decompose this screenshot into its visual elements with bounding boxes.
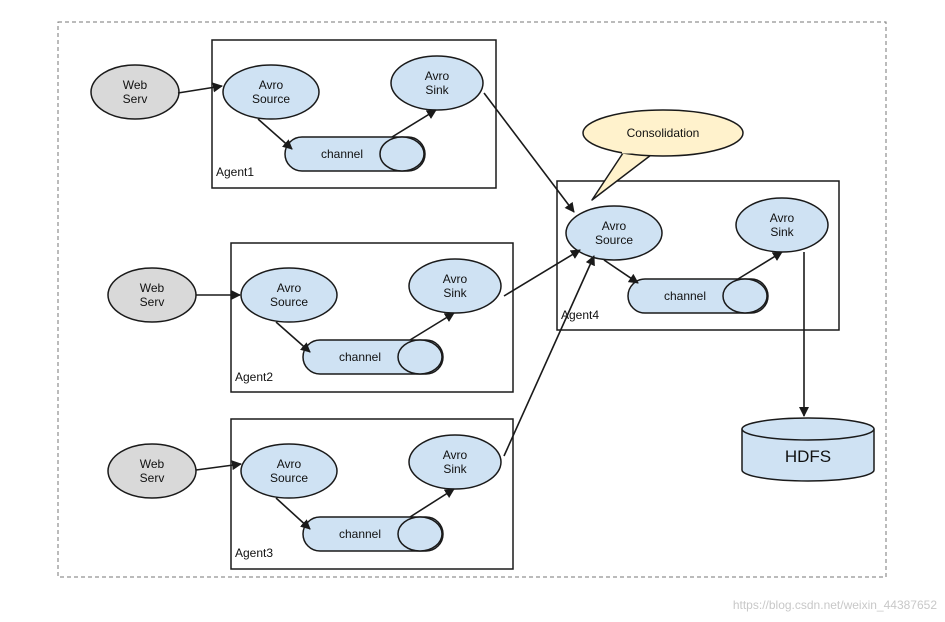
agent2-channel-label: channel [339,350,381,364]
agent3-sink-line2: Sink [443,462,467,476]
web-server-3-line2: Serv [140,471,165,485]
agent4-source-line2: Source [595,233,633,247]
agent2-avro-sink: Avro Sink [408,258,502,314]
agent4-avro-source: Avro Source [565,205,663,261]
agent3-label: Agent3 [235,546,273,560]
arrow-agent3-source-to-channel [275,497,311,530]
arrow-web3-to-agent3-source [195,460,242,471]
arrow-agent3-channel-to-sink [409,488,455,518]
arrow-agent4-channel-to-sink [737,251,783,280]
agent4-channel-label: channel [664,289,706,303]
web-server-2-line2: Serv [140,295,165,309]
agent1-avro-source: Avro Source [222,64,320,120]
web-server-3: Web Serv [107,443,197,499]
consolidation-callout: Consolidation [582,109,744,201]
agent1-avro-sink: Avro Sink [390,55,484,111]
agent2-label: Agent2 [235,370,273,384]
consolidation-label: Consolidation [627,126,700,140]
flow-arrows [177,82,809,530]
agent2-box [230,242,514,393]
arrow-agent2-source-to-channel [275,321,311,353]
agent3-channel: channel [302,516,444,552]
arrow-agent1-channel-to-sink [391,109,437,138]
agent3-box [230,418,514,570]
watermark-url: https://blog.csdn.net/weixin_44387652 [733,598,937,612]
web-server-1-line1: Web [123,78,148,92]
agent3-source-line1: Avro [277,457,302,471]
web-server-2-line1: Web [140,281,165,295]
agent3-sink-line1: Avro [443,448,468,462]
agent3-avro-source: Avro Source [240,443,338,499]
agent1-channel: channel [284,136,426,172]
agent2-sink-line1: Avro [443,272,468,286]
hdfs-label: HDFS [785,447,831,466]
agent4-label: Agent4 [561,308,599,322]
agent3-source-line2: Source [270,471,308,485]
web-server-1: Web Serv [90,64,180,120]
agent2-source-line1: Avro [277,281,302,295]
agent2-source-line2: Source [270,295,308,309]
agent3-avro-sink: Avro Sink [408,434,502,490]
agent1-source-line2: Source [252,92,290,106]
web-server-1-line2: Serv [123,92,148,106]
agent4-source-line1: Avro [602,219,627,233]
agent2-channel: channel [302,339,444,375]
arrow-agent1-sink-to-agent4-source [483,92,575,213]
agent4-avro-sink: Avro Sink [735,197,829,253]
arrow-agent1-source-to-channel [257,118,293,150]
arrow-agent2-sink-to-agent4-source [503,249,581,297]
agent1-channel-label: channel [321,147,363,161]
agent4-channel: channel [627,278,769,314]
agent3-channel-label: channel [339,527,381,541]
agent1-sink-line1: Avro [425,69,450,83]
agent4-sink-line2: Sink [770,225,794,239]
agent1-source-line1: Avro [259,78,284,92]
agent2-avro-source: Avro Source [240,267,338,323]
arrow-web1-to-agent1-source [177,82,223,94]
web-server-3-line1: Web [140,457,165,471]
outer-dashed-frame [57,21,887,578]
agent1-box [211,39,497,189]
agent4-sink-line1: Avro [770,211,795,225]
hdfs-storage: HDFS [741,417,875,482]
agent2-sink-line2: Sink [443,286,467,300]
agent1-sink-line2: Sink [425,83,449,97]
agent1-label: Agent1 [216,165,254,179]
agent4-box [556,180,840,331]
arrow-agent3-sink-to-agent4-source [503,255,595,457]
arrow-agent2-channel-to-sink [409,312,455,341]
web-server-2: Web Serv [107,267,197,323]
arrow-agent4-source-to-channel [603,259,639,284]
